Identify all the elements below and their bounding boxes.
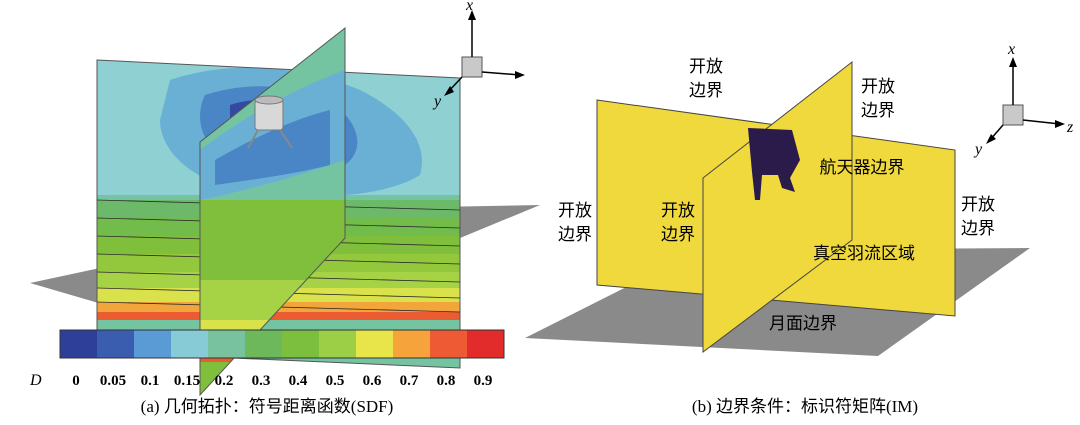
panel-b: x z y 开放边界开放边界开放边界开放边界开放边界航天器边界真空羽流区域月面边… — [525, 41, 1074, 416]
colorbar-swatch — [60, 330, 97, 358]
colorbar-swatch — [319, 330, 356, 358]
colorbar-tick-label: 0.7 — [400, 373, 419, 389]
colorbar-tick-label: 0.1 — [141, 373, 160, 389]
lander-model — [247, 95, 293, 149]
label-plume: 真空羽流区域 — [813, 244, 915, 264]
colorbar-ticks: 0 0.05 0.1 0.15 0.2 0.3 0.4 0.5 0.6 0.7 0.8 0.9 — [72, 373, 492, 389]
colorbar-tick-label: 0.4 — [289, 373, 308, 389]
colorbar-tick-label: 0.5 — [326, 373, 345, 389]
colorbar-swatch — [430, 330, 467, 358]
colorbar-frame — [59, 329, 505, 359]
caption-b: (b) 边界条件：标识符矩阵(IM) — [692, 397, 918, 416]
axis-label-a-y: y — [432, 93, 442, 110]
colorbar-swatch — [171, 330, 208, 358]
axis-label-b-x: x — [1007, 41, 1015, 58]
colorbar-swatch — [282, 330, 319, 358]
axes-triad-a: x y — [432, 0, 525, 110]
colorbar-tick-label: 0.9 — [474, 373, 493, 389]
colorbar-tick-label: 0.8 — [437, 373, 456, 389]
colorbar-swatch — [245, 330, 282, 358]
colorbar-swatch — [467, 330, 504, 358]
front-boundary-wall — [702, 60, 853, 354]
axis-label-a-x: x — [465, 0, 473, 14]
colorbar-tick-label: 0.6 — [363, 373, 382, 389]
axes-triad-b: x z y — [973, 41, 1074, 158]
colorbar-tick-label: 0.3 — [252, 373, 271, 389]
colorbar-swatch — [393, 330, 430, 358]
colorbar-tick-label: 0 — [72, 373, 80, 389]
colorbar-symbol: D — [29, 372, 42, 389]
colorbar-swatch — [134, 330, 171, 358]
label-open-top: 开放边界 — [689, 57, 723, 101]
label-open-right-top: 开放边界 — [861, 77, 895, 121]
label-open-mid: 开放边界 — [661, 201, 695, 245]
caption-a: (a) 几何拓扑：符号距离函数(SDF) — [141, 397, 394, 416]
spacecraft-region — [748, 128, 800, 200]
boundary-labels: 开放边界开放边界开放边界开放边界开放边界航天器边界真空羽流区域月面边界 — [558, 57, 995, 334]
axis-label-b-y: y — [973, 141, 983, 158]
colorbar-tick-label: 0.15 — [174, 373, 200, 389]
colorbar — [59, 329, 505, 359]
label-spacecraft: 航天器边界 — [820, 158, 905, 178]
colorbar-swatch — [208, 330, 245, 358]
axis-label-b-z: z — [1066, 119, 1074, 136]
label-open-left: 开放边界 — [558, 201, 592, 245]
colorbar-swatch — [97, 330, 134, 358]
colorbar-tick-label: 0.2 — [215, 373, 234, 389]
colorbar-tick-label: 0.05 — [100, 373, 126, 389]
colorbar-swatch — [356, 330, 393, 358]
label-lunar: 月面边界 — [769, 314, 837, 334]
label-open-right: 开放边界 — [961, 195, 995, 239]
